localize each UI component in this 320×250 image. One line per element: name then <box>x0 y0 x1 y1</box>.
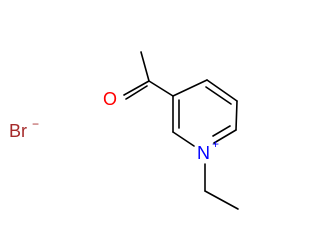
bromide-label: Br <box>9 121 27 141</box>
ring-bond-c6-n1-inner <box>212 125 231 137</box>
ethyl-cc-bond <box>204 190 239 210</box>
methyl-to-carbonyl-bond <box>140 51 150 82</box>
ring-bond-c5-c6 <box>235 100 238 131</box>
carbonyl-double-bond-outer <box>123 80 150 96</box>
ring-bond-c4-c5-inner <box>205 86 232 105</box>
carbonyl-to-ring-bond <box>148 80 174 97</box>
bromide-charge: − <box>32 117 39 131</box>
ring-bond-c6-n1 <box>213 129 237 144</box>
nitrogen-label: N <box>197 143 210 163</box>
carbonyl-double-bond-inner <box>125 85 148 100</box>
ring-bond-n1-c2 <box>172 131 195 147</box>
ring-bond-c3-c4 <box>172 79 208 97</box>
nitrogen-charge: + <box>212 137 219 151</box>
chemical-structure: Br − O N + <box>9 51 239 210</box>
ring-bond-c4-c5 <box>206 79 238 102</box>
oxygen-label: O <box>103 89 117 109</box>
